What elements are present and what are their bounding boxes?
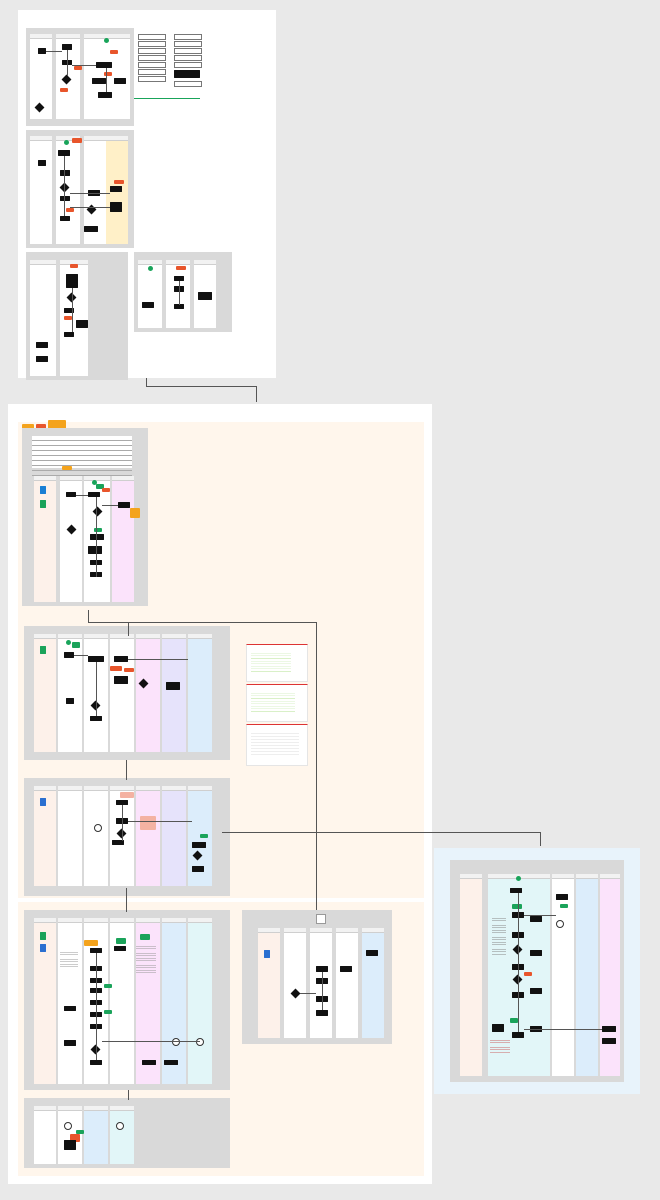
swimlane-frame-1: [26, 28, 134, 126]
lane: [34, 1106, 56, 1164]
start-event-icon: [104, 38, 109, 43]
warning-note: [104, 72, 112, 76]
header-note: [36, 424, 46, 429]
lane: [34, 918, 56, 1084]
lane: [284, 928, 306, 1038]
process-node[interactable]: [96, 62, 112, 68]
lane: [188, 634, 212, 752]
lane: [162, 786, 186, 886]
section-b: [18, 902, 424, 1176]
lane: [576, 874, 598, 1076]
lane: [110, 1106, 134, 1164]
process-node[interactable]: [114, 78, 126, 84]
lane: [34, 786, 56, 886]
middle-board: [8, 404, 432, 1184]
header-note: [48, 420, 66, 429]
legend-box: [316, 914, 326, 924]
lane: [258, 928, 280, 1038]
lane: [162, 918, 186, 1084]
reference-list-1: [138, 34, 166, 94]
process-node[interactable]: [98, 92, 112, 98]
swimlane-frame-4: [134, 252, 232, 332]
lane: [136, 634, 160, 752]
lane: [162, 634, 186, 752]
lane: [460, 874, 482, 1076]
lane: [30, 34, 52, 119]
warning-note: [72, 138, 82, 143]
text-note: [246, 684, 308, 722]
swimlane-frame-a1: [22, 428, 148, 606]
reference-list-2: [174, 34, 202, 94]
lane: [58, 918, 82, 1084]
lane: [84, 34, 130, 119]
swimlane-frame-b3: [24, 1098, 230, 1168]
lane: [84, 786, 108, 886]
warning-note: [60, 88, 68, 92]
lane: [138, 260, 162, 328]
swimlane-frame-a2: [24, 626, 230, 760]
swimlane-frame-2: [26, 130, 134, 248]
lane: [600, 874, 620, 1076]
lane: [166, 260, 190, 328]
swimlane-frame-3: [26, 252, 128, 380]
swimlane-frame-b1: [24, 910, 230, 1090]
lane: [188, 918, 212, 1084]
lane: [34, 476, 56, 602]
warning-note: [74, 66, 82, 70]
lane: [58, 786, 82, 886]
lane: [336, 928, 358, 1038]
process-node[interactable]: [92, 78, 106, 84]
right-board: [434, 848, 640, 1094]
lane: [84, 1106, 108, 1164]
lane: [30, 136, 52, 244]
lane: [362, 928, 384, 1038]
lane: [34, 634, 56, 752]
spec-table: [32, 436, 132, 476]
process-node[interactable]: [62, 44, 72, 50]
swimlane-frame-b2: [242, 910, 392, 1044]
section-a: [18, 420, 424, 898]
warning-note: [110, 50, 118, 54]
process-node[interactable]: [38, 48, 46, 54]
text-note: [246, 724, 308, 766]
lane: [110, 918, 134, 1084]
lane: [110, 634, 134, 752]
swimlane-frame-c1: [450, 860, 624, 1082]
start-event-icon: [64, 140, 69, 145]
lane: [60, 476, 82, 602]
header-note: [22, 424, 34, 429]
top-board: [18, 10, 276, 380]
text-note: [246, 644, 308, 682]
swimlane-frame-a3: [24, 778, 230, 896]
lane: [112, 476, 134, 602]
lane: [136, 786, 160, 886]
